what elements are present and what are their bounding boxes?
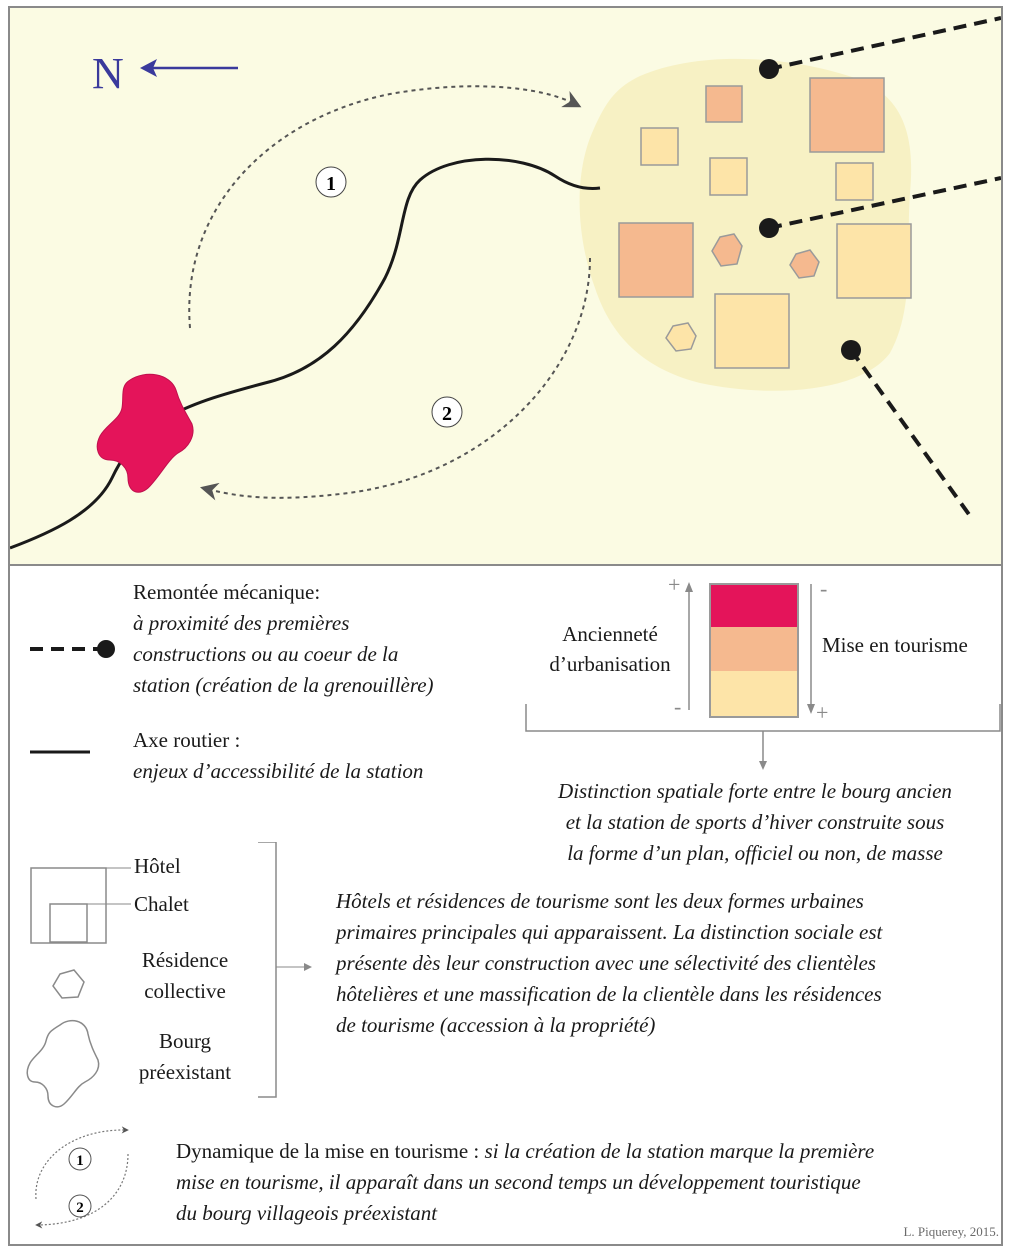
scale-recent bbox=[710, 671, 798, 717]
forms-text-4: hôtelières et une massification de la cl… bbox=[336, 982, 882, 1006]
dynamics-text-2: mise en tourisme, il apparaît dans un se… bbox=[176, 1170, 861, 1194]
svg-text:N: N bbox=[92, 49, 124, 98]
forms-text-1: Hôtels et résidences de tourisme sont le… bbox=[336, 889, 864, 913]
dynamic-arrow-2 bbox=[200, 257, 591, 501]
distinction-text-2: et la station de sports d’hiver construi… bbox=[565, 810, 945, 834]
urban-forms-legend bbox=[26, 842, 312, 1108]
hotel-symbol bbox=[30, 867, 107, 944]
dynamics-legend-symbol: 1 2 bbox=[35, 1126, 129, 1229]
svg-text:2: 2 bbox=[442, 403, 452, 425]
dynamic-arrow-1 bbox=[188, 85, 582, 329]
residence-building bbox=[711, 233, 743, 267]
chalet-label: Chalet bbox=[134, 892, 189, 916]
credit: L. Piquerey, 2015. bbox=[903, 1224, 999, 1239]
diagram-frame bbox=[8, 6, 1003, 1246]
residence-building bbox=[789, 249, 820, 279]
hotel-building bbox=[714, 293, 790, 369]
ski-lift-legend-symbol bbox=[30, 640, 115, 658]
road-line bbox=[10, 157, 601, 550]
ski-lift-line bbox=[768, 16, 1001, 71]
forms-text-3: présente dès leur construction avec une … bbox=[336, 951, 876, 975]
ski-lift-legend-desc-1: à proximité des premières bbox=[133, 611, 350, 635]
legend-divider bbox=[10, 564, 1001, 566]
urbanisation-scale: + - - + bbox=[525, 574, 1001, 770]
dynamics-step-2: 2 bbox=[68, 1194, 92, 1218]
scale-medium bbox=[710, 627, 798, 671]
bourg-label-2: préexistant bbox=[138, 1060, 232, 1084]
bourg-label-1: Bourg bbox=[158, 1029, 212, 1053]
residence-symbol bbox=[52, 969, 85, 999]
station-map: 1 2 N bbox=[10, 8, 1001, 564]
distinction-text-1: Distinction spatiale forte entre le bour… bbox=[558, 779, 952, 803]
ski-lift-legend-desc-3: station (création de la grenouillère) bbox=[133, 673, 434, 697]
forms-text-2: primaires principales qui apparaissent. … bbox=[336, 920, 883, 944]
residence-label-2: collective bbox=[144, 979, 226, 1003]
scale-left-label-1: Ancienneté bbox=[562, 622, 658, 646]
dynamics-text-3: du bourg villageois préexistant bbox=[176, 1201, 438, 1225]
ski-lift-legend-title: Remontée mécanique: bbox=[133, 580, 321, 604]
step-1-marker: 1 bbox=[315, 166, 347, 198]
ski-lift-station bbox=[841, 340, 861, 360]
scale-right-plus: + bbox=[816, 700, 828, 725]
distinction-text-3: la forme d’un plan, officiel ou non, de … bbox=[567, 841, 943, 865]
chalet-building bbox=[705, 85, 743, 123]
scale-left-label-2: d’urbanisation bbox=[549, 652, 671, 676]
ski-lift-line bbox=[768, 176, 1001, 230]
chalet-building bbox=[709, 157, 748, 196]
dynamics-lead: Dynamique de la mise en tourisme : bbox=[176, 1139, 485, 1163]
step-2-marker: 2 bbox=[431, 396, 463, 428]
ski-lift-legend-desc-2: constructions ou au coeur de la bbox=[133, 642, 399, 666]
road-legend-title: Axe routier : bbox=[133, 728, 241, 752]
north-arrow: N bbox=[92, 49, 238, 98]
chalet-symbol bbox=[49, 903, 88, 943]
dynamics-step-1: 1 bbox=[68, 1147, 92, 1171]
forms-text-5: de tourisme (accession à la propriété) bbox=[336, 1013, 656, 1037]
svg-text:1: 1 bbox=[76, 1153, 84, 1169]
hotel-building bbox=[618, 222, 694, 298]
ski-lift-line bbox=[849, 348, 975, 522]
hotel-building bbox=[809, 77, 885, 153]
dynamics-italic-1: si la création de la station marque la p… bbox=[484, 1139, 875, 1163]
scale-left-minus: - bbox=[674, 694, 681, 719]
residence-label-1: Résidence bbox=[141, 948, 229, 972]
chalet-building bbox=[835, 162, 874, 201]
scale-left-plus: + bbox=[668, 574, 680, 597]
road-legend-desc: enjeux d’accessibilité de la station bbox=[133, 759, 424, 783]
hotel-building bbox=[836, 223, 912, 299]
svg-text:2: 2 bbox=[76, 1200, 84, 1216]
hotel-label: Hôtel bbox=[134, 854, 181, 878]
ski-lift-station bbox=[759, 59, 779, 79]
chalet-building bbox=[640, 127, 679, 166]
scale-oldest bbox=[710, 584, 798, 627]
svg-text:1: 1 bbox=[326, 173, 336, 195]
bourg-preexistant bbox=[96, 373, 194, 493]
ski-lift-station bbox=[759, 218, 779, 238]
dynamics-text-1: Dynamique de la mise en tourisme : si la… bbox=[176, 1136, 874, 1167]
scale-right-label: Mise en tourisme bbox=[822, 633, 968, 657]
road-legend-symbol bbox=[30, 750, 90, 754]
scale-right-minus: - bbox=[820, 576, 827, 601]
bourg-symbol bbox=[26, 1019, 100, 1108]
forms-bracket bbox=[258, 842, 277, 1098]
residence-building bbox=[665, 322, 697, 352]
